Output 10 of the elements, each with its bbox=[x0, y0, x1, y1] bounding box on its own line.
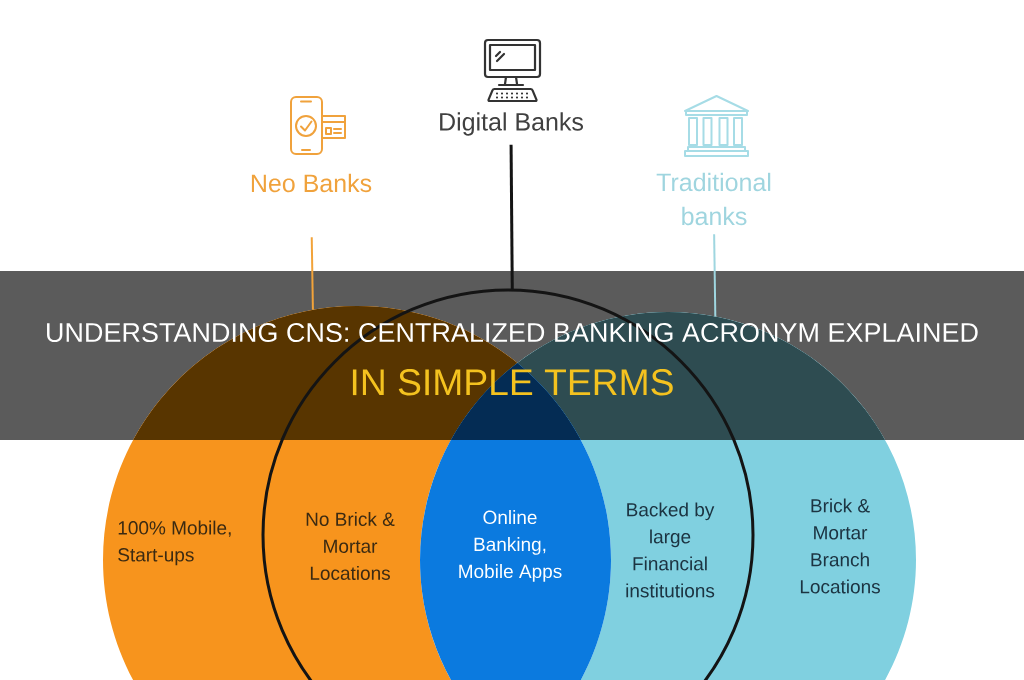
category-label: Neo Banks bbox=[251, 173, 372, 193]
leader-line bbox=[509, 144, 514, 291]
region-label: No Brick & Mortar Locations bbox=[306, 512, 395, 580]
leader-line bbox=[310, 236, 314, 311]
leader-line bbox=[713, 233, 717, 318]
region-label: 100% Mobile, Start-ups bbox=[118, 520, 231, 566]
region-label: Backed by large Financial institutions bbox=[626, 502, 715, 598]
region-label: Brick & Mortar Branch Locations bbox=[800, 498, 880, 594]
category-label: Digital Banks bbox=[440, 112, 583, 136]
category-label: Traditional banks bbox=[656, 172, 771, 226]
